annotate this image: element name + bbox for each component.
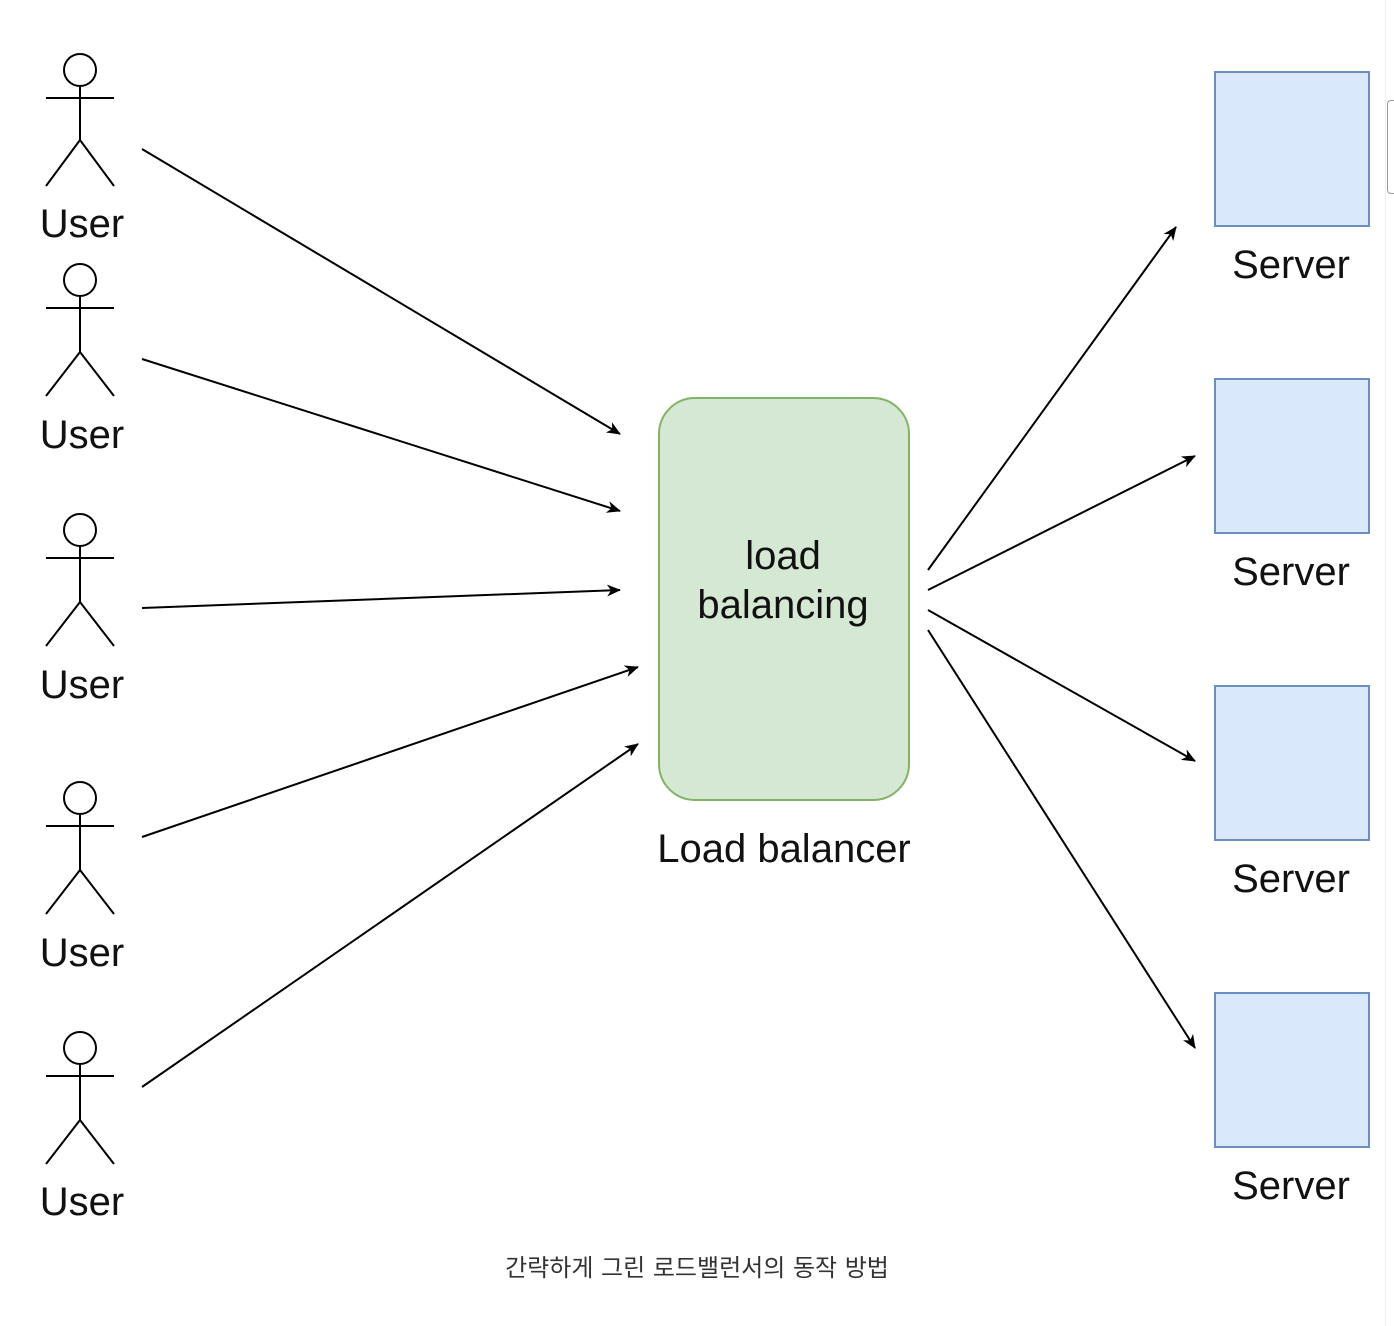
server-1: Server	[1214, 71, 1370, 287]
server-box	[1214, 378, 1370, 534]
user-label: User	[40, 413, 124, 457]
arrow-user5-to-lb	[141, 743, 639, 1088]
user-label: User	[40, 202, 124, 246]
arrow-user4-to-lb	[141, 665, 639, 838]
load-balancer-label: Load balancer	[657, 827, 911, 871]
user-actor-3: User	[40, 513, 124, 707]
load-balancer: load balancing Load balancer	[657, 397, 911, 871]
page-edge	[1385, 0, 1386, 1326]
server-label: Server	[1232, 1164, 1350, 1208]
figure-caption: 간략하게 그린 로드밸런서의 동작 방법	[505, 1254, 889, 1282]
server-box	[1214, 992, 1370, 1148]
user-label: User	[40, 931, 124, 975]
server-label: Server	[1232, 243, 1350, 287]
server-2: Server	[1214, 378, 1370, 594]
load-balancer-diagram: User User User User User	[40, 53, 1370, 1224]
user-label: User	[40, 663, 124, 707]
load-balancer-inner-line1: load	[745, 534, 821, 578]
user-arrows	[141, 148, 639, 1088]
arrow-lb-to-server4	[927, 629, 1196, 1049]
user-actor-2: User	[40, 263, 124, 457]
user-actor-5: User	[40, 1031, 124, 1224]
user-head	[63, 1031, 97, 1065]
arrow-user3-to-lb	[141, 584, 621, 609]
user-actor-1: User	[40, 53, 124, 246]
user-head	[63, 781, 97, 815]
user-head	[63, 53, 97, 87]
server-arrows	[927, 226, 1196, 1049]
arrow-user2-to-lb	[141, 358, 621, 513]
user-head	[63, 263, 97, 297]
server-label: Server	[1232, 550, 1350, 594]
user-head	[63, 513, 97, 547]
arrow-user1-to-lb	[141, 148, 621, 435]
arrow-lb-to-server2	[927, 455, 1196, 591]
user-actor-4: User	[40, 781, 124, 975]
scrollbar-thumb[interactable]	[1387, 100, 1394, 194]
load-balancer-inner-line2: balancing	[697, 583, 868, 627]
server-3: Server	[1214, 685, 1370, 901]
arrow-lb-to-server1	[927, 226, 1177, 571]
server-label: Server	[1232, 857, 1350, 901]
load-balancer-box	[658, 397, 910, 801]
server-box	[1214, 71, 1370, 227]
arrow-lb-to-server3	[927, 609, 1196, 762]
server-box	[1214, 685, 1370, 841]
user-label: User	[40, 1180, 124, 1224]
server-4: Server	[1214, 992, 1370, 1208]
